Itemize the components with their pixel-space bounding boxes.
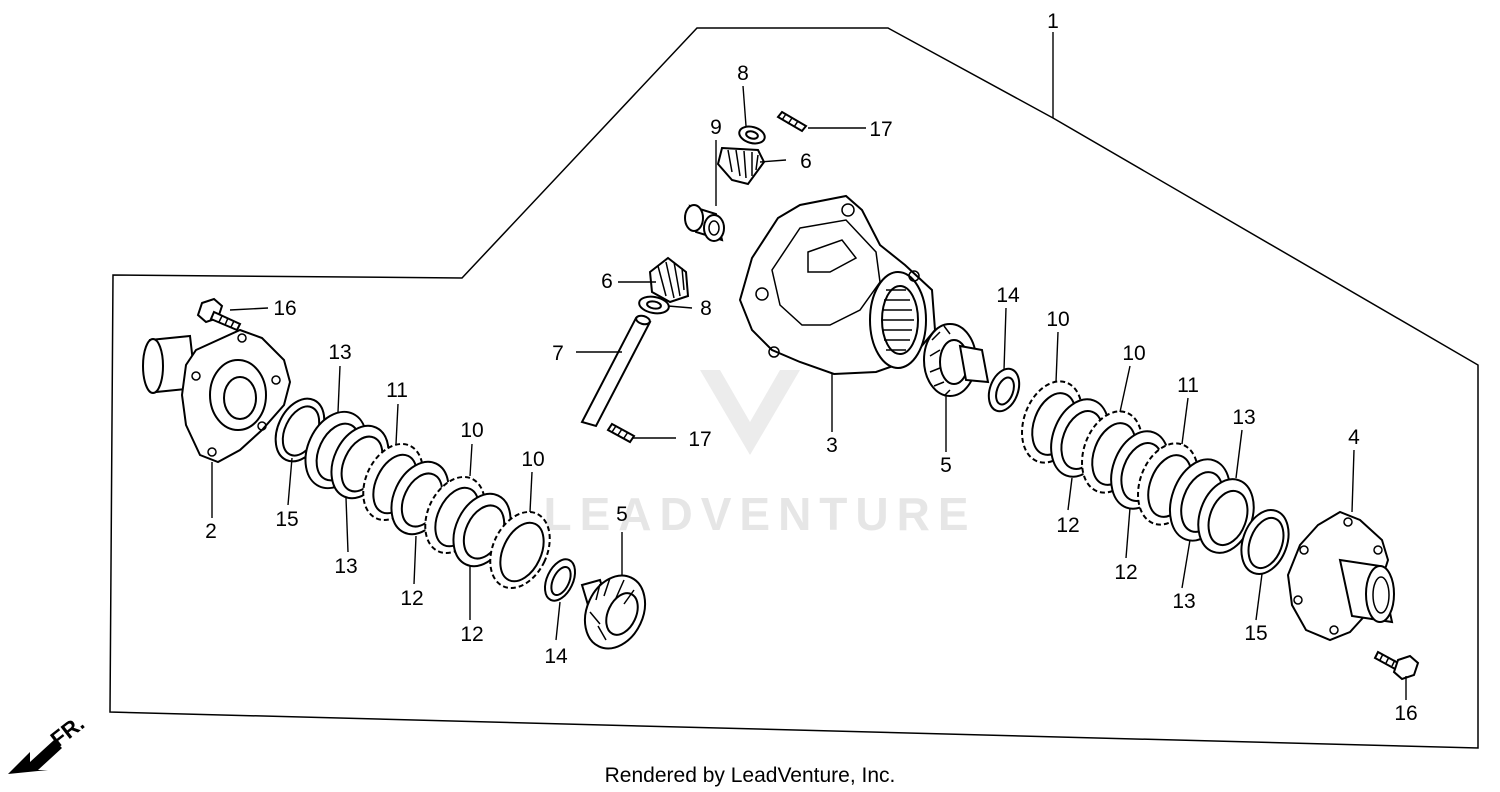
seal-right (1240, 509, 1290, 575)
callout-4: 4 (1348, 426, 1360, 449)
front-direction-indicator: FR. (8, 710, 89, 774)
callout-9: 9 (710, 116, 722, 139)
side-gear-right (923, 323, 990, 397)
callout-10-right-a: 10 (1046, 308, 1069, 331)
washer-left (543, 558, 577, 602)
clutch-pack-left (362, 442, 551, 590)
pin-upper (776, 110, 808, 133)
callout-13-left-bottom: 13 (334, 555, 357, 578)
washer-upper (738, 125, 766, 145)
callout-6-upper: 6 (800, 150, 812, 173)
assembly-outline (109, 27, 1479, 749)
cover-right (1286, 510, 1395, 642)
side-gear-left (580, 574, 647, 650)
callout-6-lower: 6 (601, 270, 613, 293)
bushing (684, 204, 725, 242)
callout-11-left: 11 (386, 379, 408, 402)
callout-8-lower: 8 (700, 297, 712, 320)
pin-lower (606, 422, 636, 444)
callout-17-upper: 17 (869, 118, 892, 141)
callout-5-left: 5 (616, 503, 628, 526)
callout-10-left-a: 10 (460, 419, 483, 442)
callout-13-left-top: 13 (328, 341, 351, 364)
pinion-gear-lower (648, 256, 690, 304)
pinion-shaft (580, 314, 652, 428)
callout-numbers: 16 2 15 13 13 11 12 10 12 10 5 14 7 6 8 … (205, 62, 1418, 725)
washer-right (987, 367, 1021, 413)
callout-2: 2 (205, 520, 217, 543)
cover-left (142, 328, 292, 464)
callout-14-left: 14 (544, 645, 568, 668)
callout-13-right-top: 13 (1232, 406, 1255, 429)
callout-7: 7 (552, 342, 564, 365)
watermark-logo-icon (700, 370, 800, 455)
footer-credit: Rendered by LeadVenture, Inc. (605, 764, 896, 787)
bolt-right (1373, 650, 1420, 681)
callout-12-right-a: 12 (1056, 514, 1079, 537)
callout-1: 1 (1047, 10, 1059, 33)
front-arrow-icon (8, 740, 62, 774)
callout-15-left: 15 (275, 508, 298, 531)
callout-10-left-b: 10 (521, 448, 544, 471)
callout-13-right-bottom: 13 (1172, 590, 1195, 613)
watermark-text: LEADVENTURE (543, 488, 976, 540)
callout-15-right: 15 (1244, 622, 1267, 645)
leader-lines (211, 85, 1407, 700)
shims-right (1169, 458, 1255, 554)
callout-12-right-b: 12 (1114, 561, 1137, 584)
washer-lower (638, 295, 670, 315)
callout-16-left: 16 (273, 297, 296, 320)
callout-12-left-a: 12 (400, 587, 423, 610)
watermark: LEADVENTURE (543, 370, 976, 540)
differential-case (738, 194, 937, 376)
callout-5-right: 5 (940, 454, 952, 477)
callout-12-left-b: 12 (460, 623, 483, 646)
callout-17-lower: 17 (688, 428, 711, 451)
callout-11-right: 11 (1177, 374, 1199, 397)
callout-16-right: 16 (1394, 702, 1417, 725)
callout-10-right-b: 10 (1122, 342, 1145, 365)
bolt-left (196, 297, 242, 332)
callout-3: 3 (826, 434, 838, 457)
callout-14-right: 14 (996, 284, 1020, 307)
callout-8-upper: 8 (737, 62, 749, 85)
pinion-gear-upper (716, 146, 766, 186)
